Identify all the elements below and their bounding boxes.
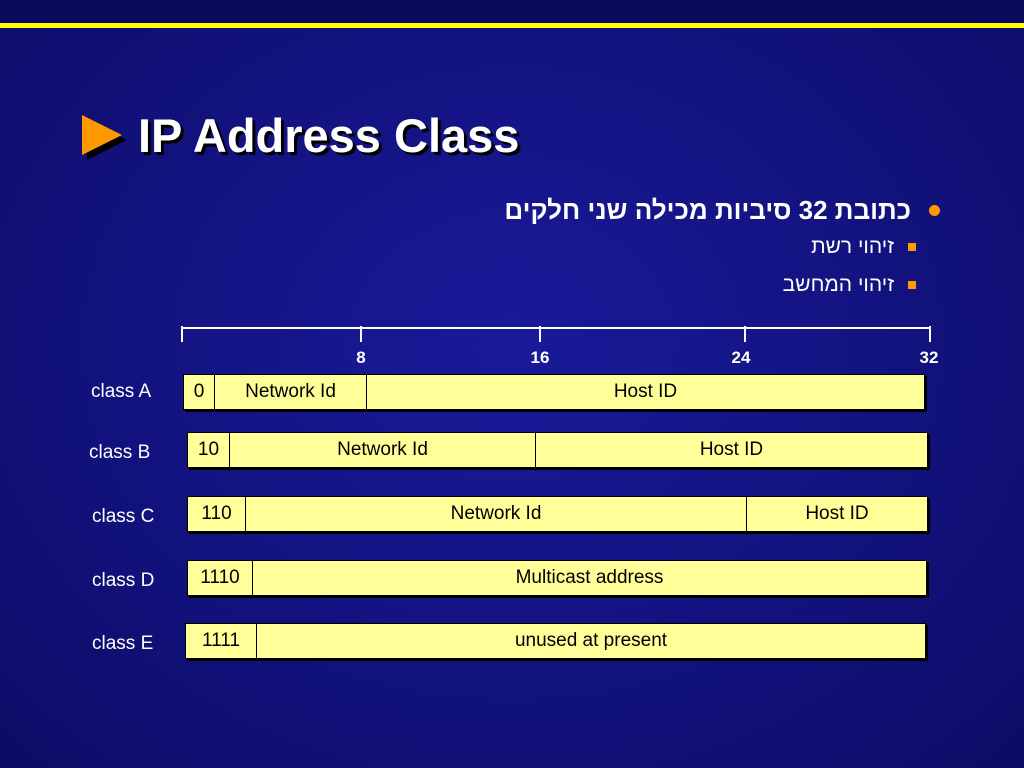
host-id-field: Host ID [699,439,764,460]
slide-title: IP Address Class [138,109,520,162]
network-id-field: Network Id [215,375,367,409]
top-band [0,0,1024,24]
class-prefix-field: 110 [188,497,246,531]
class-b-bar: 10 Network Id Host ID [187,432,928,468]
sub-bullet: זיהוי רשת [504,228,916,266]
sub-bullet-text: זיהוי רשת [811,235,894,258]
ruler-tick-label: 16 [530,348,550,367]
network-id-field: Network Id [230,433,536,467]
class-d-bar: 1110 Multicast address [187,560,927,596]
class-e-label: class E [92,633,154,654]
main-bullet-text: כתובת 32 סיביות מכילה שני חלקים [504,195,911,225]
class-prefix-field: 10 [188,433,230,467]
network-id-field: Network Id [246,497,747,531]
bullet-square-icon [908,243,916,251]
unused-field: unused at present [514,630,668,651]
class-c-bar: 110 Network Id Host ID [187,496,928,532]
class-a-bar: 0 Network Id Host ID [183,374,925,410]
bullet-dot-icon [929,204,940,216]
sub-bullet-text: זיהוי המחשב [782,273,894,296]
class-b-label: class B [89,442,151,463]
top-accent-line [0,23,1024,28]
bullet-square-icon [908,281,916,289]
bullet-list: כתובת 32 סיביות מכילה שני חלקים זיהוי רש… [504,192,940,304]
ruler-tick-label: 24 [731,348,751,367]
host-id-field: Host ID [805,503,869,524]
class-e-bar: 1111 unused at present [185,623,926,659]
class-prefix-field: 1110 [188,561,253,595]
class-prefix-field: 0 [184,375,215,409]
class-prefix-field: 1111 [186,624,257,658]
ruler-tick-label: 32 [919,348,939,367]
class-a-label: class A [91,381,152,402]
multicast-field: Multicast address [515,567,664,588]
ruler-tick-label: 8 [356,348,366,367]
sub-bullet: זיהוי המחשב [504,266,916,304]
play-arrow-icon [82,115,127,160]
main-bullet: כתובת 32 סיביות מכילה שני חלקים [504,192,940,228]
class-d-label: class D [92,570,155,591]
host-id-field: Host ID [613,381,678,402]
class-c-label: class C [92,506,155,527]
